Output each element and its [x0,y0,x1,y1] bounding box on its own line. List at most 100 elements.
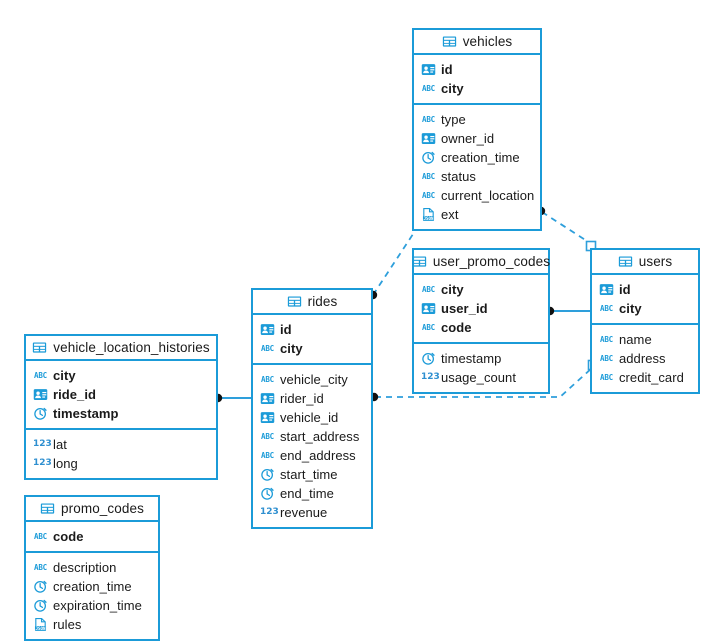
field-row: user_id [414,299,548,318]
relationship-upc-to-users[interactable] [545,306,590,316]
field-name: long [53,456,78,471]
field-name: timestamp [53,406,119,421]
abc-string-icon: ABC [600,335,613,344]
field-name: address [619,351,666,366]
field-name: type [441,112,466,127]
field-row: timestamp [26,404,216,423]
abc-string-icon: ABC [422,191,435,200]
field-name: id [619,282,631,297]
table-icon [442,34,457,49]
field-name: creation_time [441,150,520,165]
table-title: users [638,254,673,269]
field-row: id [414,60,540,79]
abc-string-icon: ABC [261,375,274,384]
field-row: ABC credit_card [592,368,698,387]
relationship-upc-to-vehicles[interactable] [536,206,597,252]
table-header[interactable]: vehicle_location_histories [26,336,216,361]
id-card-icon [260,322,275,337]
clock-icon [260,486,275,501]
field-name: description [53,560,117,575]
id-card-icon [33,387,48,402]
fields-section: ABC description creation_time expiration_ti… [26,553,158,639]
field-name: revenue [280,505,328,520]
relationship-vlh-to-rides[interactable] [213,393,251,403]
abc-string-icon: ABC [34,532,47,541]
field-row: end_time [253,484,371,503]
field-name: end_address [280,448,356,463]
table-header[interactable]: user_promo_codes [412,250,550,275]
svg-text:JSON: JSON [36,626,46,631]
abc-string-icon: ABC [600,373,613,382]
field-name: rider_id [280,391,324,406]
table-header[interactable]: rides [253,290,371,315]
field-name: id [280,322,292,337]
clock-icon [421,351,436,366]
field-name: timestamp [441,351,502,366]
table-title: promo_codes [61,501,144,516]
field-name: creation_time [53,579,132,594]
field-name: code [441,320,472,335]
abc-string-icon: ABC [34,563,47,572]
field-row: ABC city [253,339,371,358]
clock-icon [33,406,48,421]
field-row: ABC address [592,349,698,368]
field-row: vehicle_id [253,408,371,427]
table-header[interactable]: users [592,250,698,275]
svg-text:JSON: JSON [424,216,434,221]
field-name: vehicle_id [280,410,339,425]
clock-icon [421,150,436,165]
json-file-icon: JSON [421,207,436,222]
abc-string-icon: ABC [600,304,613,313]
id-card-icon [421,301,436,316]
table-icon [32,340,47,355]
123-number-icon: 123 [421,372,440,382]
abc-string-icon: ABC [600,354,613,363]
field-name: current_location [441,188,535,203]
field-name: id [441,62,453,77]
123-number-icon: 123 [33,458,52,468]
field-name: ext [441,207,459,222]
json-file-icon: JSON [33,617,48,632]
clock-icon [260,467,275,482]
field-name: city [280,341,303,356]
field-name: owner_id [441,131,495,146]
table-header[interactable]: promo_codes [26,497,158,522]
field-name: status [441,169,476,184]
abc-string-icon: ABC [422,285,435,294]
abc-string-icon: ABC [261,344,274,353]
abc-string-icon: ABC [34,371,47,380]
field-name: vehicle_city [280,372,348,387]
table-icon [618,254,633,269]
table-header[interactable]: vehicles [414,30,540,55]
field-name: city [441,81,464,96]
field-row: start_time [253,465,371,484]
field-name: user_id [441,301,488,316]
field-name: expiration_time [53,598,142,613]
id-card-icon [421,62,436,77]
field-name: credit_card [619,370,684,385]
relationship-line [541,211,591,244]
id-card-icon [260,391,275,406]
